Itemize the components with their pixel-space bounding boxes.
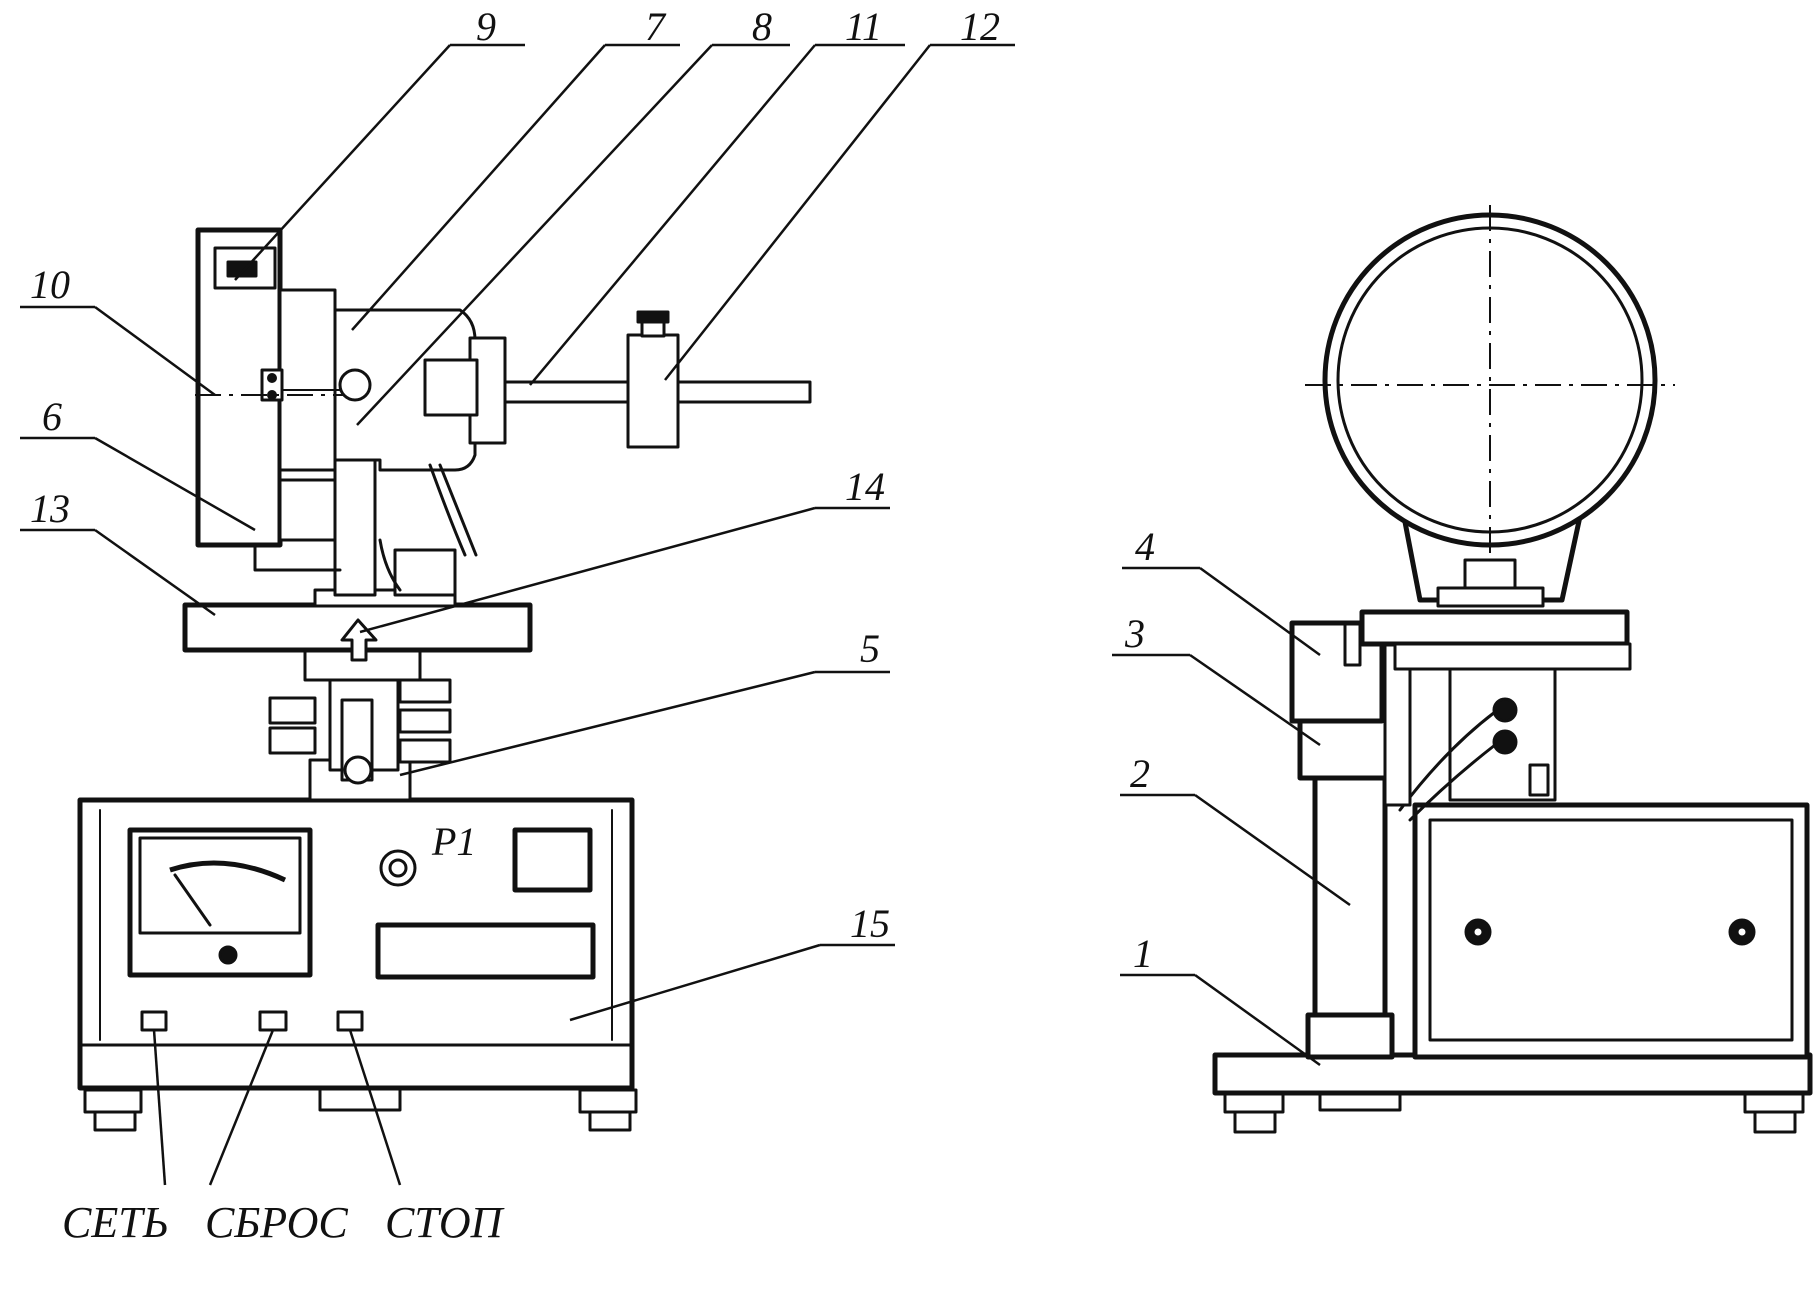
support-block [1383, 633, 1557, 822]
side-cabinet [1412, 802, 1810, 1060]
dial-plate [195, 227, 342, 572]
rotary-table [182, 602, 533, 662]
shaft-and-weight [503, 310, 812, 449]
label-14: 14 [845, 464, 885, 509]
indicator-strip [375, 922, 596, 980]
side-view: 4 3 2 1 [1112, 205, 1813, 1134]
label-2: 2 [1130, 751, 1150, 796]
label-8: 8 [752, 4, 772, 49]
pointer-arrow-icon [340, 618, 378, 662]
side-table [1359, 609, 1632, 671]
vertical-column [1305, 772, 1395, 1060]
reset-button-label: СБРОС [205, 1198, 348, 1247]
stop-button[interactable] [336, 1010, 364, 1032]
circular-dial-head [1305, 205, 1675, 608]
stop-button-label: СТОП [385, 1198, 505, 1247]
label-15: 15 [850, 901, 890, 946]
base-plate [1212, 1052, 1813, 1096]
reset-button[interactable] [258, 1010, 288, 1032]
regulator-knob-icon[interactable] [379, 849, 417, 887]
clamp-column [268, 648, 452, 802]
power-button[interactable] [140, 1010, 168, 1032]
label-12: 12 [960, 4, 1000, 49]
left-feet [83, 1083, 638, 1132]
label-5: 5 [860, 626, 880, 671]
label-10: 10 [30, 262, 70, 307]
label-3: 3 [1124, 611, 1145, 656]
label-13: 13 [30, 486, 70, 531]
front-view: P1 [20, 4, 1015, 1247]
label-7: 7 [645, 4, 667, 49]
regulator-label: P1 [431, 819, 476, 864]
label-9: 9 [476, 4, 496, 49]
meter-gauge [127, 827, 313, 978]
display-window [512, 827, 593, 893]
label-4: 4 [1135, 524, 1155, 569]
control-cabinet: P1 [77, 797, 635, 1091]
label-1: 1 [1133, 931, 1153, 976]
left-leaders [20, 43, 1015, 1186]
label-6: 6 [42, 394, 62, 439]
power-button-label: СЕТЬ [62, 1198, 169, 1247]
label-11: 11 [845, 4, 882, 49]
right-leaders [1112, 566, 1351, 1067]
